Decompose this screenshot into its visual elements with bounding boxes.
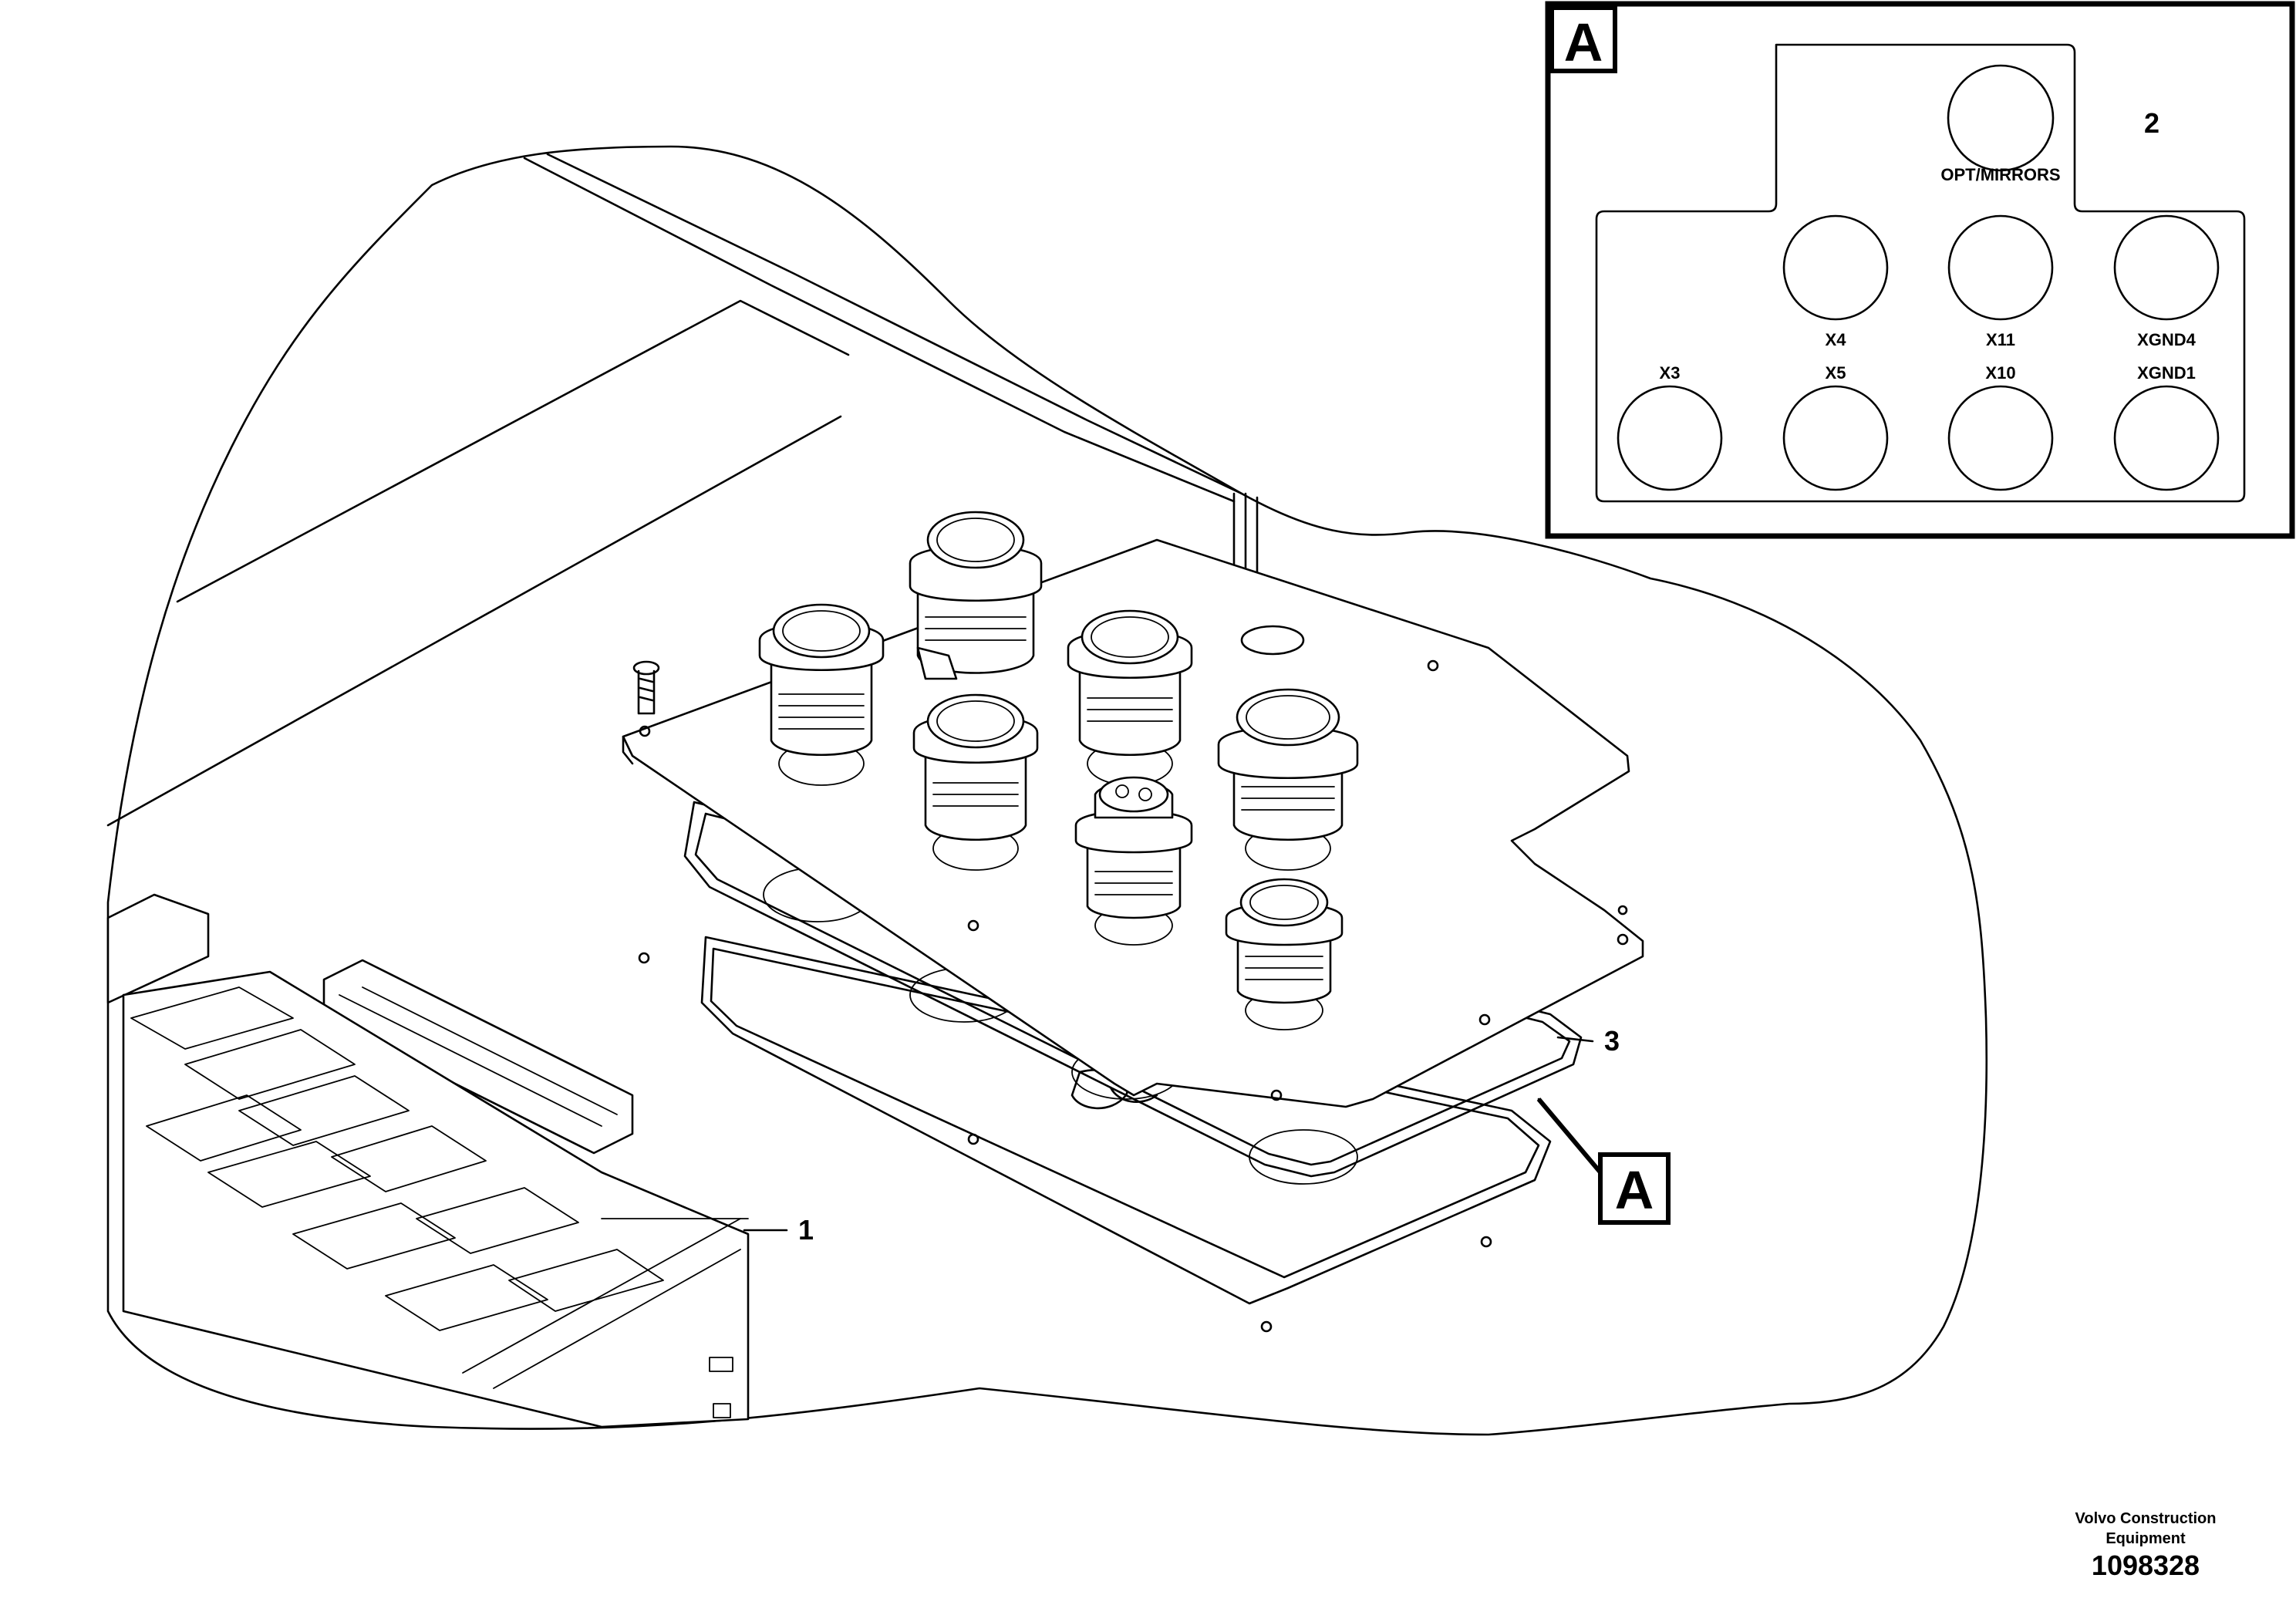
label-opt-mirrors: OPT/MIRRORS [1940, 165, 2060, 184]
screw-icon [632, 660, 660, 715]
connector-hole-x4 [1782, 214, 1889, 321]
label-x5: X5 [1826, 363, 1846, 383]
label-xgnd4: XGND4 [2137, 330, 2197, 349]
connector-1 [758, 603, 885, 786]
connector-panel-outline [1595, 43, 2246, 503]
gasket-lower [700, 936, 1552, 1305]
connector-2 [909, 511, 1043, 680]
label-x11: X11 [1986, 330, 2015, 349]
callout-1: 1 [798, 1214, 814, 1246]
footer-company-line2: Equipment [2106, 1530, 2186, 1547]
connector-hole-xgnd4 [2113, 214, 2220, 321]
connector-6 [1074, 776, 1193, 946]
connector-3 [1067, 609, 1193, 786]
callout-3: 3 [1604, 1025, 1620, 1057]
label-x10: X10 [1985, 363, 2015, 383]
connector-hole-opt-mirrors [1947, 64, 2055, 172]
connector-hole-x10 [1947, 385, 2054, 491]
connector-4 [912, 693, 1039, 871]
drawing-number: 1098328 [2092, 1549, 2200, 1581]
detail-letter: A [1564, 12, 1603, 73]
label-xgnd1: XGND1 [2137, 363, 2196, 383]
connector-hole-xgnd1 [2113, 385, 2220, 491]
detail-a-panel: A OPT/MIRRORS 2 X4 X11 XGND4 X3 X5 X10 X… [1545, 1, 2295, 539]
connector-5 [1217, 688, 1359, 871]
connector-hole-x11 [1947, 214, 2054, 321]
callout-2: 2 [2144, 107, 2159, 139]
connector-7 [1225, 878, 1344, 1030]
label-x3: X3 [1660, 363, 1681, 383]
view-marker-a: A [1598, 1152, 1671, 1225]
view-outline [106, 145, 1988, 1436]
label-x4: X4 [1826, 330, 1847, 349]
footer-company-line1: Volvo Construction [2075, 1510, 2217, 1527]
fuse-relay-box [106, 893, 750, 1428]
connector-hole-x5 [1782, 385, 1889, 491]
svg-text:A: A [1615, 1160, 1654, 1220]
connector-hole-x3 [1617, 385, 1723, 491]
